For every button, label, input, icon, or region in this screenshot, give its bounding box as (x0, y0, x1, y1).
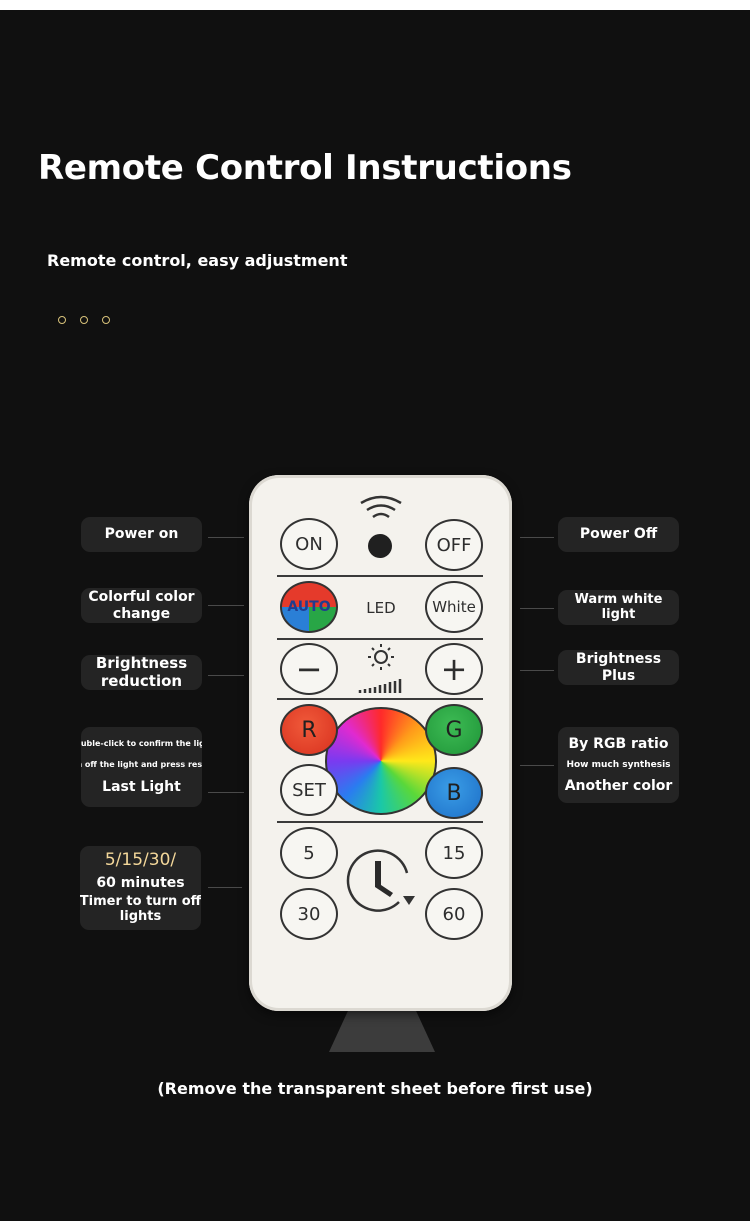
divider (277, 698, 483, 700)
dot-icon (102, 316, 110, 324)
timer-30-button[interactable]: 30 (280, 888, 338, 940)
label-power-off: Power Off (558, 517, 679, 552)
color-wheel[interactable] (325, 707, 437, 815)
divider (277, 638, 483, 640)
connector-line (520, 765, 554, 766)
label-text: lights (119, 908, 162, 924)
connector-line (208, 537, 244, 538)
divider (277, 821, 483, 823)
connector-line (520, 537, 554, 538)
brightness-plus-button[interactable]: + (425, 643, 483, 695)
green-button[interactable]: G (425, 704, 483, 756)
footer-note: (Remove the transparent sheet before fir… (157, 1079, 593, 1098)
top-border (0, 0, 750, 10)
label-brightness-reduction: Brightness reduction (81, 655, 202, 690)
label-power-on: Power on (81, 517, 202, 552)
sun-icon (358, 644, 402, 693)
brightness-minus-button[interactable]: − (280, 643, 338, 695)
label-text: Colorful color (88, 589, 195, 606)
label-text: By RGB ratio (568, 735, 669, 752)
label-brightness-plus: Brightness Plus (558, 650, 679, 685)
auto-button[interactable]: AUTO (280, 581, 338, 633)
set-button[interactable]: SET (280, 764, 338, 816)
label-text: Double-click to confirm the light (81, 739, 202, 749)
dot-icon (58, 316, 66, 324)
label-text: Warm white (574, 591, 663, 607)
connector-line (520, 608, 554, 609)
label-last-light: Double-click to confirm the light Turn o… (81, 727, 202, 807)
label-colorful-change: Colorful color change (81, 588, 202, 623)
dot-icon (80, 316, 88, 324)
timer-60-button[interactable]: 60 (425, 888, 483, 940)
signal-icon (360, 495, 402, 519)
label-text: Power on (104, 526, 179, 543)
led-label: LED (366, 599, 396, 617)
connector-line (520, 670, 554, 671)
connector-line (208, 675, 244, 676)
on-button[interactable]: ON (280, 518, 338, 570)
timer-5-button[interactable]: 5 (280, 827, 338, 879)
label-text: change (112, 605, 171, 622)
label-text: Brightness (575, 651, 662, 668)
label-text: light (601, 606, 636, 622)
label-rgb-ratio: By RGB ratio How much synthesis Another … (558, 727, 679, 803)
decorative-dots (58, 309, 124, 324)
label-text: Another color (564, 778, 673, 795)
label-text: Timer to turn off (80, 893, 201, 909)
remote-stand (329, 1006, 435, 1052)
label-text: 60 minutes (96, 874, 185, 891)
ir-sensor (368, 534, 392, 558)
label-text: 5/15/30/ (104, 850, 177, 871)
timer-15-button[interactable]: 15 (425, 827, 483, 879)
remote-control: ON OFF AUTO LED White − + R G SET B 5 (249, 475, 512, 1011)
label-warm-white: Warm white light (558, 590, 679, 625)
divider (277, 575, 483, 577)
connector-line (208, 887, 242, 888)
label-text: reduction (100, 671, 183, 690)
label-text: Turn off the light and press restore (81, 760, 202, 770)
blue-button[interactable]: B (425, 767, 483, 819)
red-button[interactable]: R (280, 704, 338, 756)
page-title: Remote Control Instructions (38, 148, 572, 188)
label-text: How much synthesis (566, 759, 671, 770)
label-text: Plus (601, 667, 636, 684)
white-button[interactable]: White (425, 581, 483, 633)
label-text: Last Light (102, 778, 181, 795)
label-timer: 5/15/30/ 60 minutes Timer to turn off li… (80, 846, 201, 930)
label-text: Brightness (95, 655, 188, 673)
connector-line (208, 605, 244, 606)
clock-icon (346, 849, 415, 912)
page-subtitle: Remote control, easy adjustment (47, 251, 348, 270)
off-button[interactable]: OFF (425, 519, 483, 571)
connector-line (208, 792, 244, 793)
label-text: Power Off (579, 526, 658, 543)
